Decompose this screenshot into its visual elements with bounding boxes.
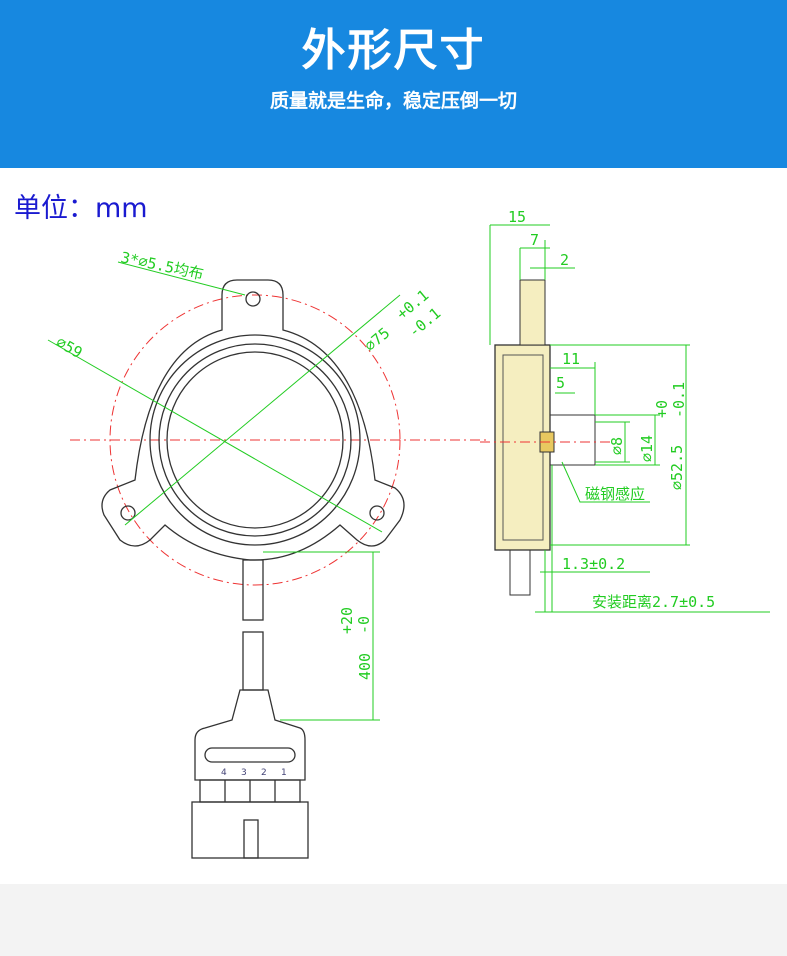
page-title: 外形尺寸 [301, 25, 486, 76]
mount-hole-left [120, 505, 136, 521]
magnet-leader [561, 461, 650, 503]
inner-dia-label: ⌀59 [53, 333, 85, 362]
cable-lower [242, 631, 264, 691]
dia-52-label: ⌀52.5 [668, 445, 686, 490]
unit-label: 单位：mm [14, 193, 148, 224]
cable-tol-upper: +20 [338, 607, 356, 634]
front-view: 3*⌀5.5均布 ⌀59 ⌀75 +0.1 -0.1 400 +20 -0 4 … [47, 248, 490, 859]
holes-leader [117, 261, 246, 296]
outer-dia-label: ⌀75 [361, 324, 393, 355]
mount-hole-right [369, 505, 385, 521]
width-7-label: 7 [530, 231, 539, 249]
dia-52-tol-upper: +0 [653, 400, 671, 418]
header-banner: 外形尺寸 质量就是生命，稳定压倒一切 [0, 0, 787, 168]
install-distance-label: 安装距离2.7±0.5 [592, 593, 715, 611]
width-2-label: 2 [560, 251, 569, 269]
mount-hole-top [245, 291, 261, 307]
holes-label: 3*⌀5.5均布 [119, 248, 205, 283]
magnet-label: 磁钢感应 [585, 485, 645, 503]
flange-outline [101, 279, 405, 561]
pin-number: 3 [241, 768, 247, 778]
mount-tab [519, 279, 546, 346]
width-total-label: 15 [508, 208, 526, 226]
gap-label: 1.3±0.2 [562, 555, 625, 573]
ring-mid [158, 343, 352, 537]
ring-outer [149, 334, 361, 546]
dia-8-label: ⌀8 [608, 437, 626, 455]
outer-dia-circle [109, 294, 401, 586]
dia-14-label: ⌀14 [638, 435, 656, 462]
side-view: 15 7 2 11 5 ⌀8 ⌀14 ⌀52.5 +0 -0.1 磁钢感应 1.… [480, 208, 770, 613]
pin-number: 2 [261, 768, 267, 778]
side-cable [509, 549, 531, 596]
footer-band [0, 884, 787, 956]
cable-length-label: 400 [356, 653, 374, 680]
page-subtitle: 质量就是生命，稳定压倒一切 [269, 90, 517, 112]
width-5-label: 5 [556, 374, 565, 392]
outer-dia-leader [124, 294, 401, 526]
dia-52-tol-lower: -0.1 [670, 382, 688, 418]
width-11-label: 11 [562, 350, 580, 368]
knob [549, 414, 596, 466]
cable-upper [242, 559, 264, 621]
cable-tol-lower: -0 [355, 616, 373, 634]
pin-number: 1 [281, 768, 287, 778]
ring-inner [166, 351, 344, 529]
connector: 4 3 2 1 [191, 689, 309, 859]
pin-number: 4 [221, 768, 227, 778]
inner-dia-leader [47, 339, 383, 533]
